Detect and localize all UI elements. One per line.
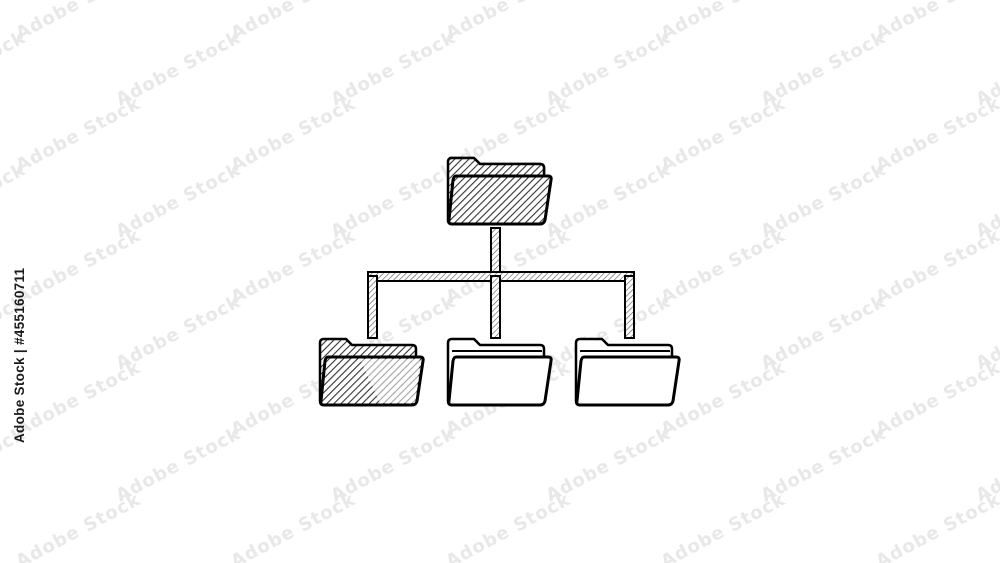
watermark-glyph: Adobe Stock xyxy=(872,93,1000,176)
stock-image-id: Adobe Stock | #455160711 xyxy=(12,267,27,443)
watermark-glyph: Adobe Stock xyxy=(12,489,144,563)
watermark-glyph: Adobe Stock xyxy=(12,225,144,308)
watermark-glyph: Adobe Stock xyxy=(657,489,789,563)
connector-left-vertical xyxy=(367,275,378,339)
connector-root-vertical xyxy=(490,227,501,277)
watermark-glyph: Adobe Stock xyxy=(227,489,359,563)
watermark-glyph: Adobe Stock xyxy=(12,357,144,440)
watermark-glyph: Adobe Stock xyxy=(227,0,359,44)
watermark-glyph: Adobe Stock xyxy=(12,93,144,176)
connector-middle-vertical xyxy=(490,275,501,339)
child-folder-icon-1 xyxy=(318,337,425,407)
watermark-glyph: Adobe Stock xyxy=(0,159,29,242)
watermark-glyph: Adobe Stock xyxy=(657,0,789,44)
watermark-glyph: Adobe Stock xyxy=(657,225,789,308)
watermark-glyph: Adobe Stock xyxy=(442,0,574,44)
watermark-glyph: Adobe Stock xyxy=(442,489,574,563)
watermark-glyph: Adobe Stock xyxy=(657,93,789,176)
watermark-glyph: Adobe Stock xyxy=(872,225,1000,308)
child-folder-icon-2 xyxy=(446,337,553,407)
watermark-glyph: Adobe Stock xyxy=(872,0,1000,44)
watermark-glyph: Adobe Stock xyxy=(227,225,359,308)
child-folder-icon-3 xyxy=(574,337,681,407)
watermark-glyph: Adobe Stock xyxy=(227,93,359,176)
connector-right-vertical xyxy=(624,275,635,339)
root-folder-icon xyxy=(446,156,553,226)
connector-lines xyxy=(367,227,635,339)
watermark-glyph: Adobe Stock xyxy=(872,489,1000,563)
watermark-glyph: Adobe Stock xyxy=(0,27,29,110)
watermark-glyph: Adobe Stock xyxy=(12,0,144,44)
watermark-glyph: Adobe Stock xyxy=(872,357,1000,440)
watermark-glyph: Adobe Stock xyxy=(442,225,574,308)
